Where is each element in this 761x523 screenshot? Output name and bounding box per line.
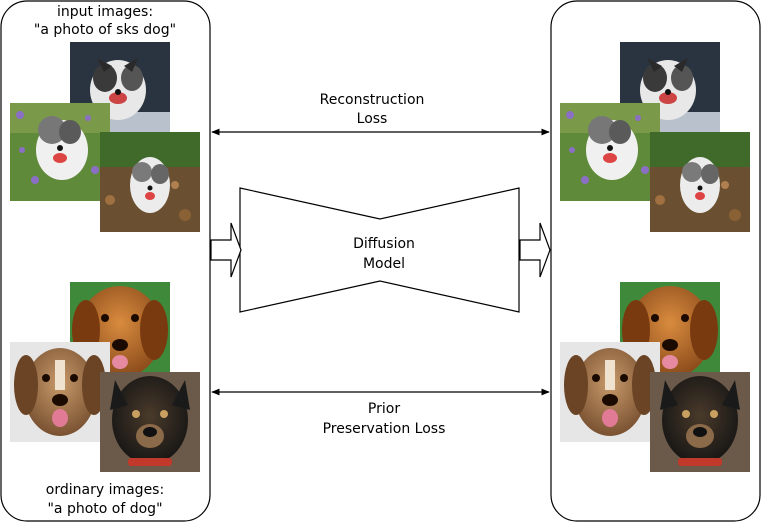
ordinary-dog-photo-beagle — [10, 342, 110, 442]
ordinary-caption-line2: "a photo of dog" — [47, 501, 162, 517]
output-dog-photo-dark — [650, 372, 750, 472]
output-dog-photo-beagle — [560, 342, 660, 442]
output-block-arrow — [519, 222, 551, 278]
input-dog-photo-grass — [10, 103, 110, 201]
input-dog-photo-leaves — [100, 132, 200, 232]
input-block-arrow — [210, 222, 242, 278]
input-caption-line2: "a photo of sks dog" — [34, 22, 176, 38]
input-caption-line1: input images: — [57, 4, 153, 20]
output-dog-photo-golden — [620, 282, 720, 382]
output-dog-photo-leaves — [650, 132, 750, 232]
diffusion-model-label-line1: Diffusion — [353, 236, 415, 252]
prior-preservation-label-line2: Preservation Loss — [323, 421, 446, 437]
ordinary-dog-photo-dark — [100, 372, 200, 472]
prior-preservation-label-line1: Prior — [368, 401, 400, 417]
reconstruction-loss-label-line1: Reconstruction — [320, 92, 425, 108]
diffusion-model-shape — [239, 187, 520, 313]
output-dog-photo-grass — [560, 103, 660, 201]
ordinary-caption-line1: ordinary images: — [46, 482, 164, 498]
diffusion-model-label-line2: Model — [363, 256, 405, 272]
reconstruction-loss-label-line2: Loss — [357, 111, 388, 127]
